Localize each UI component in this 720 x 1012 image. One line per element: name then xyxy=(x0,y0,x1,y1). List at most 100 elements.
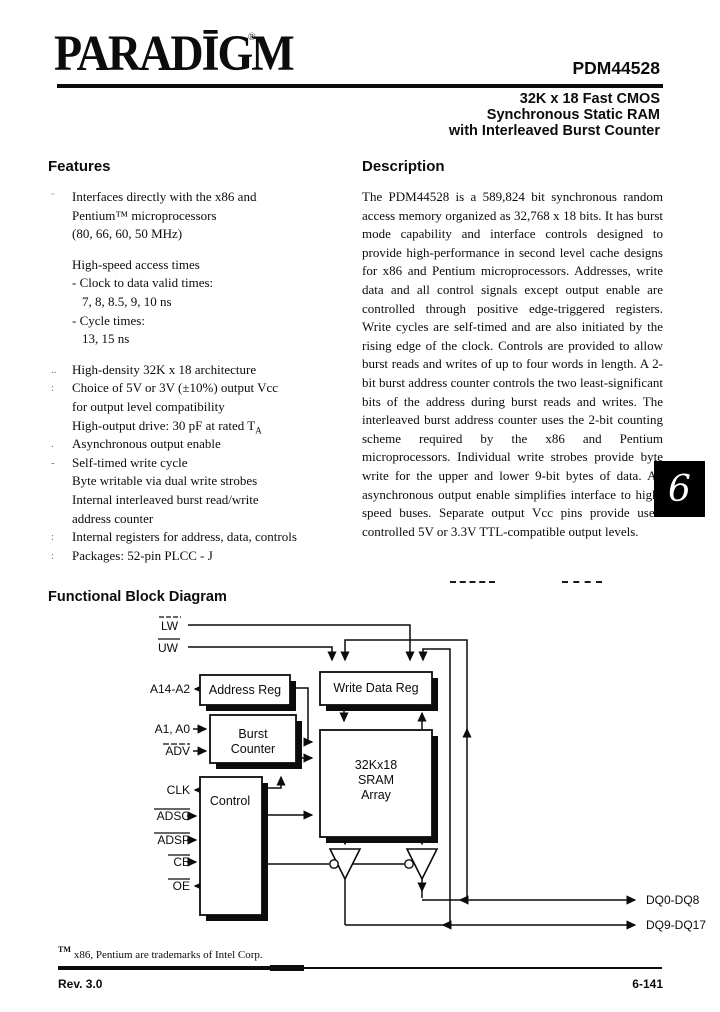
feature-line: .. High-density 32K x 18 architecture xyxy=(48,361,356,380)
burst-counter-block xyxy=(209,714,297,764)
addressreg-to-sram-wire xyxy=(290,687,314,747)
dq9-dq17-label: DQ9-DQ17 xyxy=(646,918,706,932)
feature-line: : Choice of 5V or 3V (±10%) output Vcc xyxy=(48,379,356,398)
scan-artifact-dashes xyxy=(562,581,602,583)
feature-line: :Internal registers for address, data, c… xyxy=(48,528,356,547)
feature-line: address counter xyxy=(48,510,356,529)
description-heading: Description xyxy=(362,158,445,175)
bullet-marker: ¨ xyxy=(51,191,55,203)
control-to-burst-wire xyxy=(262,775,286,789)
lw-label: LW xyxy=(161,619,179,633)
feature-text: (80, 66, 60, 50 MHz) xyxy=(72,226,183,242)
feature-text: address counter xyxy=(72,510,154,526)
part-number: PDM44528 xyxy=(572,58,660,78)
clk-label: CLK xyxy=(167,783,190,797)
bullet-marker: .. xyxy=(51,363,57,376)
footer-rule-blob xyxy=(270,965,304,971)
feature-text: - Clock to data valid times: xyxy=(72,275,214,291)
feature-text: High-speed access times xyxy=(72,256,200,272)
feature-text: for output level compatibility xyxy=(72,398,225,414)
feature-text: Self-timed write cycle xyxy=(72,454,188,470)
feature-text: Asynchronous output enable xyxy=(72,436,221,452)
feature-text: Byte writable via dual write strobes xyxy=(72,473,258,489)
uw-label: UW xyxy=(158,641,179,655)
feature-line: : Packages: 52-pin PLCC - J xyxy=(48,547,356,566)
feature-line: - Self-timed write cycle xyxy=(48,454,356,473)
feature-line: ¨ Interfaces directly with the x86 and xyxy=(48,188,356,207)
revision-label: Rev. 3.0 xyxy=(58,977,103,991)
feature-text: 13, 15 ns xyxy=(82,331,130,347)
feature-text: Interfaces directly with the x86 and xyxy=(72,189,257,204)
feature-line: High-speed access times xyxy=(48,256,356,275)
bullet-marker: : xyxy=(51,382,55,395)
bullet-marker: : xyxy=(51,549,55,562)
feature-subscript: A xyxy=(255,425,262,436)
features-section: Features ¨ Interfaces directly with the x… xyxy=(48,158,356,565)
adsc-label: ADSC xyxy=(157,809,191,823)
bullet-marker: : xyxy=(51,531,55,544)
burst-counter-label-1: Burst xyxy=(238,727,268,741)
title-line-3: with Interleaved Burst Counter xyxy=(448,122,660,139)
header-rule xyxy=(57,84,663,88)
footer-rule-thick xyxy=(58,966,304,970)
oe-label: OE xyxy=(173,879,190,893)
feature-line: 13, 15 ns xyxy=(48,330,356,349)
section-tab: 6 xyxy=(654,461,705,517)
features-heading: Features xyxy=(48,158,111,175)
feature-line xyxy=(48,349,356,361)
document-title: 32K x 18 Fast CMOS Synchronous Static RA… xyxy=(448,91,660,139)
feature-line: for output level compatibility xyxy=(48,398,356,417)
feature-line: Internal interleaved burst read/write xyxy=(48,491,356,510)
address-reg-block xyxy=(199,674,291,706)
feature-line: (80, 66, 60, 50 MHz) xyxy=(48,225,356,244)
bullet-marker: . xyxy=(51,438,54,451)
page-number: 6-141 xyxy=(632,977,663,991)
paradigm-logo: PARADĪGM xyxy=(54,25,295,82)
description-paragraph: The PDM44528 is a 589,824 bit synchronou… xyxy=(362,189,663,539)
registered-trademark-icon: ® xyxy=(248,32,256,43)
feature-text: Choice of 5V or 3V (±10%) output Vcc xyxy=(72,380,279,396)
uw-wire xyxy=(188,646,337,662)
sram-label-2: SRAM xyxy=(358,773,394,787)
feature-line xyxy=(48,244,356,256)
dq0-dq8-label: DQ0-DQ8 xyxy=(646,893,700,907)
feature-line: - Clock to data valid times: xyxy=(48,274,356,293)
a1-a0-label: A1, A0 xyxy=(155,722,191,736)
burst-counter-label-2: Counter xyxy=(231,742,275,756)
feature-text: High-density 32K x 18 architecture xyxy=(72,361,257,377)
address-reg-label: Address Reg xyxy=(209,683,281,697)
dq-feedback-wire-1 xyxy=(340,639,468,900)
bullet-marker: - xyxy=(51,456,55,469)
tm-superscript: TM xyxy=(58,945,71,954)
feature-text: - Cycle times: xyxy=(72,312,145,328)
feature-text: 7, 8, 8.5, 9, 10 ns xyxy=(82,293,172,309)
footer-rule xyxy=(58,967,662,969)
dq-feedback-wire-2 xyxy=(418,648,451,925)
trademark-note-text: x86, Pentium are trademarks of Intel Cor… xyxy=(73,949,263,961)
feature-text: Internal interleaved burst read/write xyxy=(72,491,259,507)
feature-line: Pentium™ microprocessors xyxy=(48,207,356,226)
write-data-reg-block xyxy=(319,671,433,706)
feature-line: 7, 8, 8.5, 9, 10 ns xyxy=(48,293,356,312)
feature-text: Pentium™ microprocessors xyxy=(72,207,217,223)
feature-text: Packages: 52-pin PLCC - J xyxy=(72,547,213,563)
a14-a2-label: A14-A2 xyxy=(150,682,190,696)
lw-wire xyxy=(188,624,415,662)
feature-text: High-output drive: 30 pF at rated T xyxy=(72,417,256,433)
sram-label-1: 32Kx18 xyxy=(355,758,397,772)
write-data-reg-label: Write Data Reg xyxy=(333,681,418,695)
feature-line: - Cycle times: xyxy=(48,312,356,331)
control-label: Control xyxy=(210,794,250,808)
adsp-label: ADSP xyxy=(157,833,190,847)
features-list: ¨ Interfaces directly with the x86 and Pe… xyxy=(48,188,356,565)
description-section: Description The PDM44528 is a 589,824 bi… xyxy=(362,158,663,541)
title-line-1: 32K x 18 Fast CMOS xyxy=(519,91,660,107)
feature-line: . Asynchronous output enable xyxy=(48,435,356,454)
feature-line: High-output drive: 30 pF at rated TA xyxy=(48,417,356,436)
scan-artifact-dashes xyxy=(450,581,495,583)
title-line-2: Synchronous Static RAM xyxy=(486,106,660,123)
sram-array-block xyxy=(319,729,433,838)
feature-line: Byte writable via dual write strobes xyxy=(48,472,356,491)
